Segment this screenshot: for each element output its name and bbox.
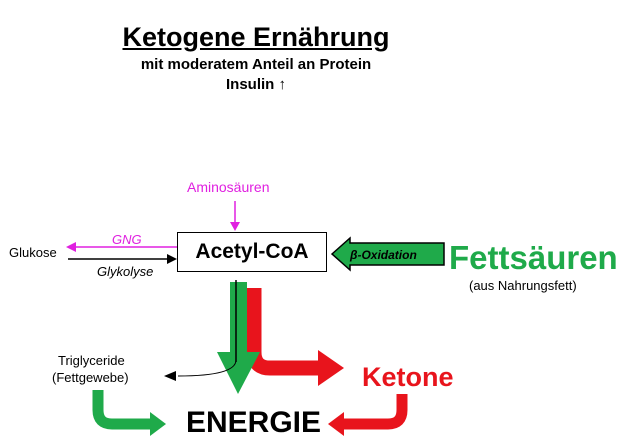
gng-arrow-head (66, 242, 76, 252)
subtitle-protein: mit moderatem Anteil an Protein (140, 56, 372, 73)
ketone-arrow-head (318, 350, 344, 386)
ketone-energie-arrow-shaft (344, 394, 408, 430)
triglyceride-label: Triglyceride (58, 353, 125, 368)
aminosaeuren-label: Aminosäuren (187, 179, 270, 195)
energie-arrow-head (217, 352, 260, 394)
page-title: Ketogene Ernährung (122, 22, 390, 52)
ketone-energie-arrow-head (328, 412, 344, 436)
beta-oxidation-arrow (330, 236, 445, 272)
glykolyse-label: Glykolyse (97, 264, 154, 279)
subtitle-insulin: Insulin ↑ (226, 76, 286, 93)
triglyceride-arrow-line (177, 359, 237, 377)
ketone-label: Ketone (362, 362, 454, 392)
beta-oxidation-label: β-Oxidation (350, 248, 417, 262)
aminosaeuren-arrow-head (230, 222, 240, 231)
energie-arrow-shaft (230, 282, 247, 352)
triglyceride-arrow-head (164, 371, 176, 381)
triglyceride-energie-arrow-shaft (92, 390, 150, 430)
fettgewebe-label: (Fettgewebe) (52, 370, 129, 385)
acetyl-coa-node: Acetyl-CoA (177, 232, 327, 272)
energie-label: ENERGIE (186, 406, 322, 439)
ketone-arrow-shaft (246, 288, 318, 376)
fettsaeuren-source-label: (aus Nahrungsfett) (469, 278, 577, 293)
glykolyse-arrow-head (167, 254, 177, 264)
gng-label: GNG (112, 232, 142, 247)
triglyceride-energie-arrow-head (150, 412, 166, 436)
glukose-label: Glukose (9, 245, 57, 260)
fettsaeuren-label: Fettsäuren (449, 239, 618, 276)
